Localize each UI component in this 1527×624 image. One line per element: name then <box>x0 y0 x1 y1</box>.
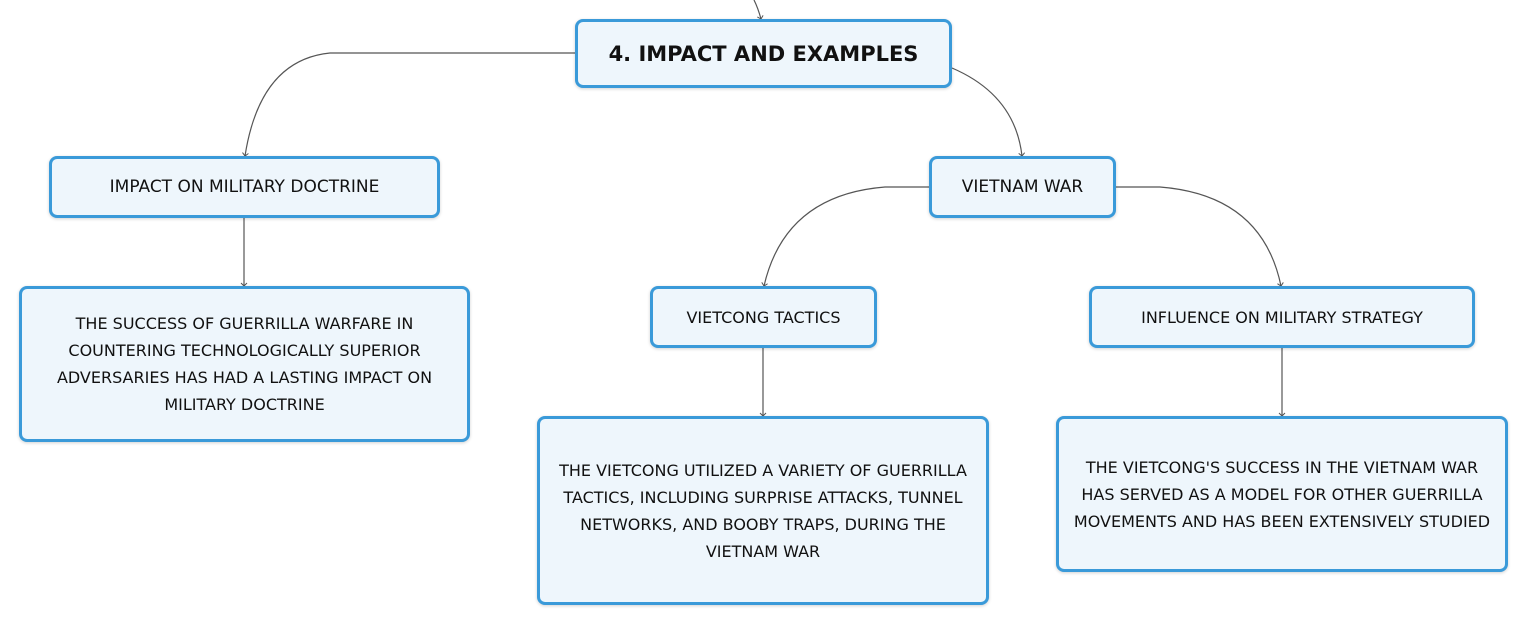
connector-root-to-vietnam-war <box>951 67 1026 157</box>
topic-label: VIETCONG TACTICS <box>686 307 841 327</box>
detail-text: THE VIETCONG'S SUCCESS IN THE VIETNAM WA… <box>1073 457 1491 531</box>
topic-label: IMPACT ON MILITARY DOCTRINE <box>109 177 380 197</box>
detail-text: THE SUCCESS OF GUERRILLA WARFARE IN COUN… <box>56 314 433 414</box>
detail-vietcong-tactics[interactable]: THE VIETCONG UTILIZED A VARIETY OF GUERR… <box>537 416 989 605</box>
connector-incoming <box>753 0 764 20</box>
detail-influence-on-military-strategy[interactable]: THE VIETCONG'S SUCCESS IN THE VIETNAM WA… <box>1056 416 1508 572</box>
detail-text: THE VIETCONG UTILIZED A VARIETY OF GUERR… <box>559 460 967 561</box>
root-node[interactable]: 4. IMPACT AND EXAMPLES <box>575 19 952 88</box>
topic-label: VIETNAM WAR <box>961 177 1084 197</box>
connector-root-to-doctrine <box>242 52 575 157</box>
root-node-label: 4. IMPACT AND EXAMPLES <box>608 41 919 66</box>
detail-military-doctrine[interactable]: THE SUCCESS OF GUERRILLA WARFARE IN COUN… <box>19 286 470 442</box>
connector-vietnam-to-influence <box>1116 186 1284 287</box>
topic-impact-on-military-doctrine[interactable]: IMPACT ON MILITARY DOCTRINE <box>49 156 440 218</box>
topic-influence-on-military-strategy[interactable]: INFLUENCE ON MILITARY STRATEGY <box>1089 286 1475 348</box>
connector-vietnam-to-tactics <box>761 186 929 287</box>
topic-label: INFLUENCE ON MILITARY STRATEGY <box>1141 307 1423 327</box>
topic-vietnam-war[interactable]: VIETNAM WAR <box>929 156 1116 218</box>
topic-vietcong-tactics[interactable]: VIETCONG TACTICS <box>650 286 877 348</box>
